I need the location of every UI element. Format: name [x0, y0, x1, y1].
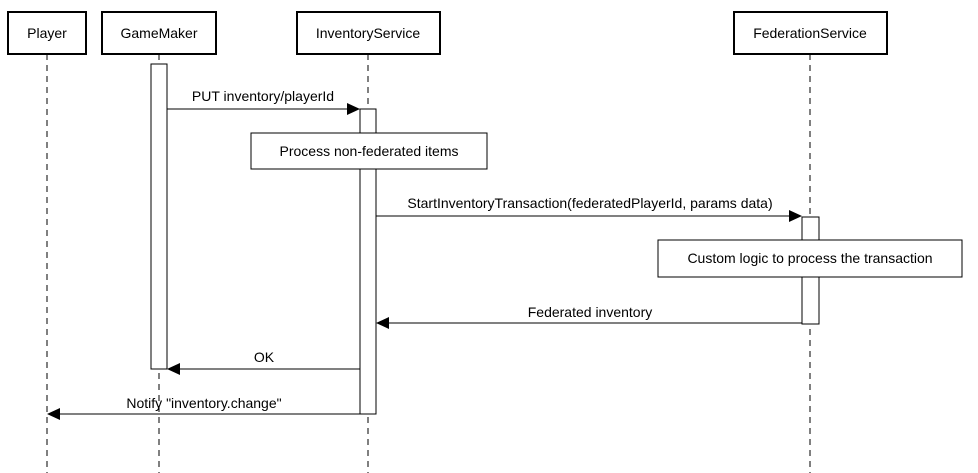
activation-inventory-service — [359, 108, 377, 415]
arrowhead-left-icon — [47, 408, 60, 420]
note-label-process-non-federated: Process non-federated items — [280, 143, 459, 159]
message-label-ok: OK — [254, 349, 275, 365]
message-label-federated-inventory: Federated inventory — [528, 304, 653, 320]
participant-label-federation-service: FederationService — [753, 25, 867, 41]
participant-gamemaker: GameMaker — [101, 11, 217, 55]
participant-federation-service: FederationService — [733, 11, 888, 55]
message-label-notify: Notify "inventory.change" — [126, 395, 281, 411]
message-notify-inventory-change: Notify "inventory.change" — [47, 395, 360, 420]
arrowhead-right-icon — [789, 210, 802, 222]
message-start-inventory-transaction: StartInventoryTransaction(federatedPlaye… — [376, 195, 802, 222]
participant-inventory-service: InventoryService — [296, 11, 441, 55]
message-label-start-transaction: StartInventoryTransaction(federatedPlaye… — [407, 195, 772, 211]
arrowhead-left-icon — [376, 317, 389, 329]
note-process-non-federated: Process non-federated items — [250, 132, 488, 170]
participant-label-player: Player — [27, 25, 67, 41]
participant-player: Player — [7, 11, 87, 55]
message-label-put: PUT inventory/playerId — [192, 88, 334, 104]
note-custom-logic: Custom logic to process the transaction — [657, 239, 963, 278]
activation-gamemaker — [150, 63, 168, 370]
message-put-inventory: PUT inventory/playerId — [167, 88, 360, 115]
arrowhead-right-icon — [347, 103, 360, 115]
note-label-custom-logic: Custom logic to process the transaction — [687, 250, 932, 266]
message-ok: OK — [167, 349, 360, 375]
participant-label-inventory-service: InventoryService — [316, 25, 420, 41]
message-federated-inventory: Federated inventory — [376, 304, 802, 329]
participant-label-gamemaker: GameMaker — [120, 25, 197, 41]
arrowhead-left-icon — [167, 363, 180, 375]
